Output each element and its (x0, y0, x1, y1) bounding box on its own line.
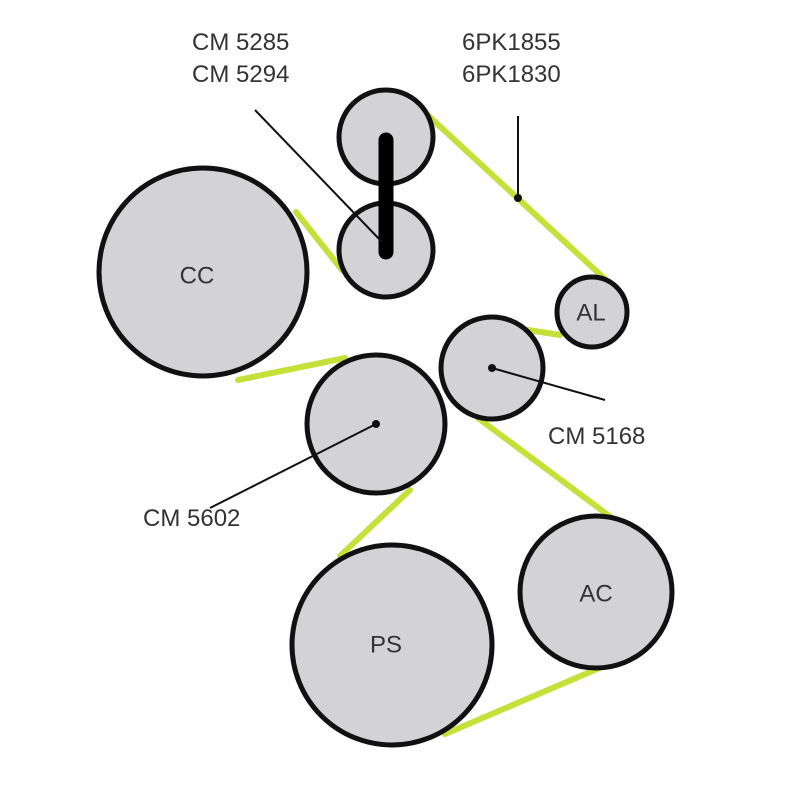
pulley-ps (289, 542, 495, 748)
leader-tensioner (254, 109, 383, 243)
leader-lines (209, 109, 606, 509)
pulley-label-cc: CC (180, 263, 215, 290)
belt-segment (337, 487, 413, 559)
label-tensioner-1: CM 5285 (192, 29, 289, 56)
pulley-al (554, 274, 630, 350)
pulley-label-ac: AC (579, 581, 612, 608)
leader-belt-dot (514, 194, 522, 202)
belt (235, 105, 615, 737)
pulley-label-ps: PS (370, 632, 402, 659)
label-belt-1: 6PK1855 (462, 29, 561, 56)
belt-segment (417, 105, 609, 283)
center-dot-cm5168 (488, 364, 496, 372)
label-belt-2: 6PK1830 (462, 61, 561, 88)
leader-cm5602 (209, 423, 377, 509)
belt-segment (293, 209, 345, 273)
pulley-ac (517, 513, 675, 671)
leader-cm5168 (491, 367, 606, 401)
belt-segment (525, 327, 563, 338)
label-cm5602: CM 5602 (143, 505, 240, 532)
pulley-cc (96, 165, 310, 379)
label-tensioner-2: CM 5294 (192, 61, 289, 88)
belt-segment (442, 663, 607, 737)
pulley-label-al: AL (576, 300, 605, 327)
belt-segment (235, 355, 348, 383)
center-dot-cm5602 (372, 420, 380, 428)
belt-segment (475, 415, 615, 521)
label-cm5168: CM 5168 (548, 423, 645, 450)
